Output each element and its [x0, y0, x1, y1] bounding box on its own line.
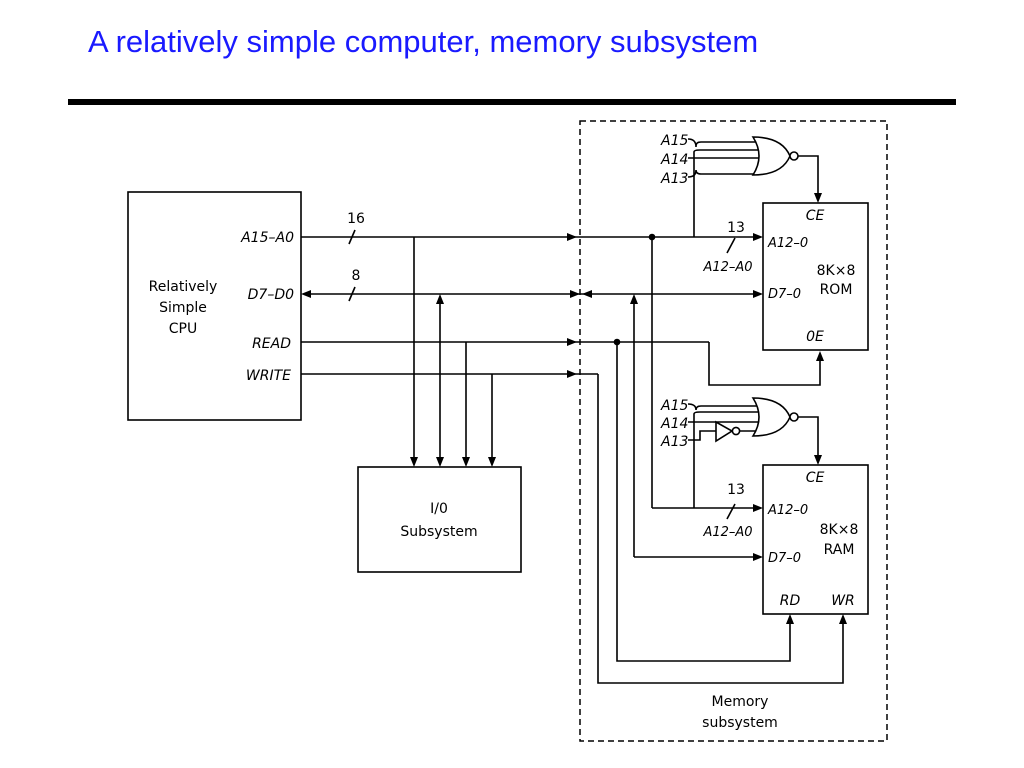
read-boundary-arrow — [567, 338, 577, 346]
write-to-ram-wr-arrow — [839, 614, 847, 624]
rom-ce-arrow — [814, 193, 822, 203]
ram-rd-label: RD — [780, 593, 801, 609]
data-bus-boundary-arrow-right — [582, 290, 592, 298]
data-to-io-arrow-up — [436, 294, 444, 304]
data-bus-width-slash — [348, 286, 356, 302]
rom-size-label: 8K×8 — [817, 263, 856, 279]
ram-address-pin-label: A12–0 — [767, 503, 808, 518]
ram-data-drop-arrow — [630, 294, 638, 304]
ram-inverter — [715, 420, 734, 443]
ram-data-arrow — [753, 553, 763, 561]
cpu-block — [127, 191, 302, 421]
rom-oe-label: 0E — [806, 329, 824, 345]
read-to-ram-rd-arrow — [786, 614, 794, 624]
data-bus-width-label: 8 — [352, 268, 361, 284]
ram-address-width-slash — [726, 503, 736, 520]
rom-gate-input-a13-wire — [687, 169, 761, 178]
address-bus-width-slash — [348, 229, 356, 245]
address-to-io-arrow — [410, 457, 418, 467]
ram-ce-label: CE — [806, 470, 825, 486]
cpu-label-line-3: CPU — [169, 321, 197, 337]
io-label-line-1: I/0 — [430, 501, 448, 517]
read-to-rom-oe-line — [708, 342, 821, 386]
cpu-data-port-label: D7–D0 — [248, 287, 294, 303]
ram-gate-input-a13: A13 — [660, 434, 688, 450]
memory-subsystem-boundary — [579, 120, 888, 742]
ram-gate-input-a13-wire — [688, 430, 716, 441]
rom-address-width-label: 13 — [727, 220, 745, 236]
write-boundary-arrow — [567, 370, 577, 378]
read-to-rom-oe-arrow — [816, 351, 824, 361]
data-to-io-arrow-down — [436, 457, 444, 467]
rom-address-pin-label: A12–0 — [767, 236, 808, 251]
write-to-io-arrow — [488, 457, 496, 467]
cpu-label-line-1: Relatively — [149, 279, 218, 295]
ram-ce-wire — [798, 416, 819, 455]
ram-address-width-label: 13 — [727, 482, 745, 498]
ram-address-tap-wire — [693, 411, 762, 508]
rom-data-pin-label: D7–0 — [768, 287, 801, 302]
rom-address-arrow — [753, 233, 763, 241]
title-divider — [68, 99, 956, 105]
cpu-write-port-label: WRITE — [246, 368, 291, 384]
ram-data-pin-label: D7–0 — [768, 551, 801, 566]
cpu-read-port-label: READ — [252, 336, 291, 352]
rom-gate-input-a13: A13 — [660, 171, 688, 187]
slide-title: A relatively simple computer, memory sub… — [88, 24, 759, 59]
ram-nor-bubble — [789, 412, 799, 422]
memory-subsystem-label-line-2: subsystem — [702, 715, 778, 731]
rom-type-label: ROM — [820, 282, 853, 298]
ram-wr-label: WR — [831, 593, 855, 609]
ram-address-arrow — [753, 504, 763, 512]
memory-subsystem-label-line-1: Memory — [712, 694, 769, 710]
rom-gate-input-a15: A15 — [660, 133, 688, 149]
read-to-ram-rd-line — [616, 342, 791, 662]
rom-address-bus-label: A12–A0 — [702, 260, 752, 275]
write-to-ram-wr-line — [597, 374, 844, 684]
ram-size-label: 8K×8 — [820, 522, 859, 538]
rom-gate-input-a15-wire — [687, 138, 761, 148]
rom-address-width-slash — [726, 237, 736, 254]
ram-gate-input-a15-wire — [687, 403, 760, 411]
ram-type-label: RAM — [824, 542, 855, 558]
ram-ce-arrow — [814, 455, 822, 465]
rom-gate-input-a14: A14 — [660, 152, 688, 168]
data-bus-cpu-arrow — [301, 290, 311, 298]
ram-gate-input-a14: A14 — [660, 416, 688, 432]
ram-address-bus-label: A12–A0 — [702, 525, 752, 540]
ram-nor-gate — [751, 397, 791, 437]
ram-gate-input-a15: A15 — [660, 398, 688, 414]
rom-address-tap-wire — [693, 149, 763, 237]
ram-chip — [762, 464, 869, 615]
rom-ce-wire — [798, 155, 819, 193]
address-bus-boundary-arrow — [567, 233, 577, 241]
data-bus-rom-arrow — [753, 290, 763, 298]
io-subsystem-block — [357, 466, 522, 573]
rom-nor-gate — [751, 136, 791, 176]
cpu-address-port-label: A15–A0 — [240, 230, 294, 246]
rom-ce-label: CE — [806, 208, 825, 224]
rom-nor-bubble — [789, 151, 799, 161]
ram-inverter-bubble — [731, 426, 741, 436]
cpu-label-line-2: Simple — [159, 300, 207, 316]
address-bus-width-label: 16 — [347, 211, 365, 227]
io-label-line-2: Subsystem — [400, 524, 477, 540]
data-bus-boundary-arrow-left — [570, 290, 580, 298]
rom-chip — [762, 202, 869, 351]
read-to-io-arrow — [462, 457, 470, 467]
